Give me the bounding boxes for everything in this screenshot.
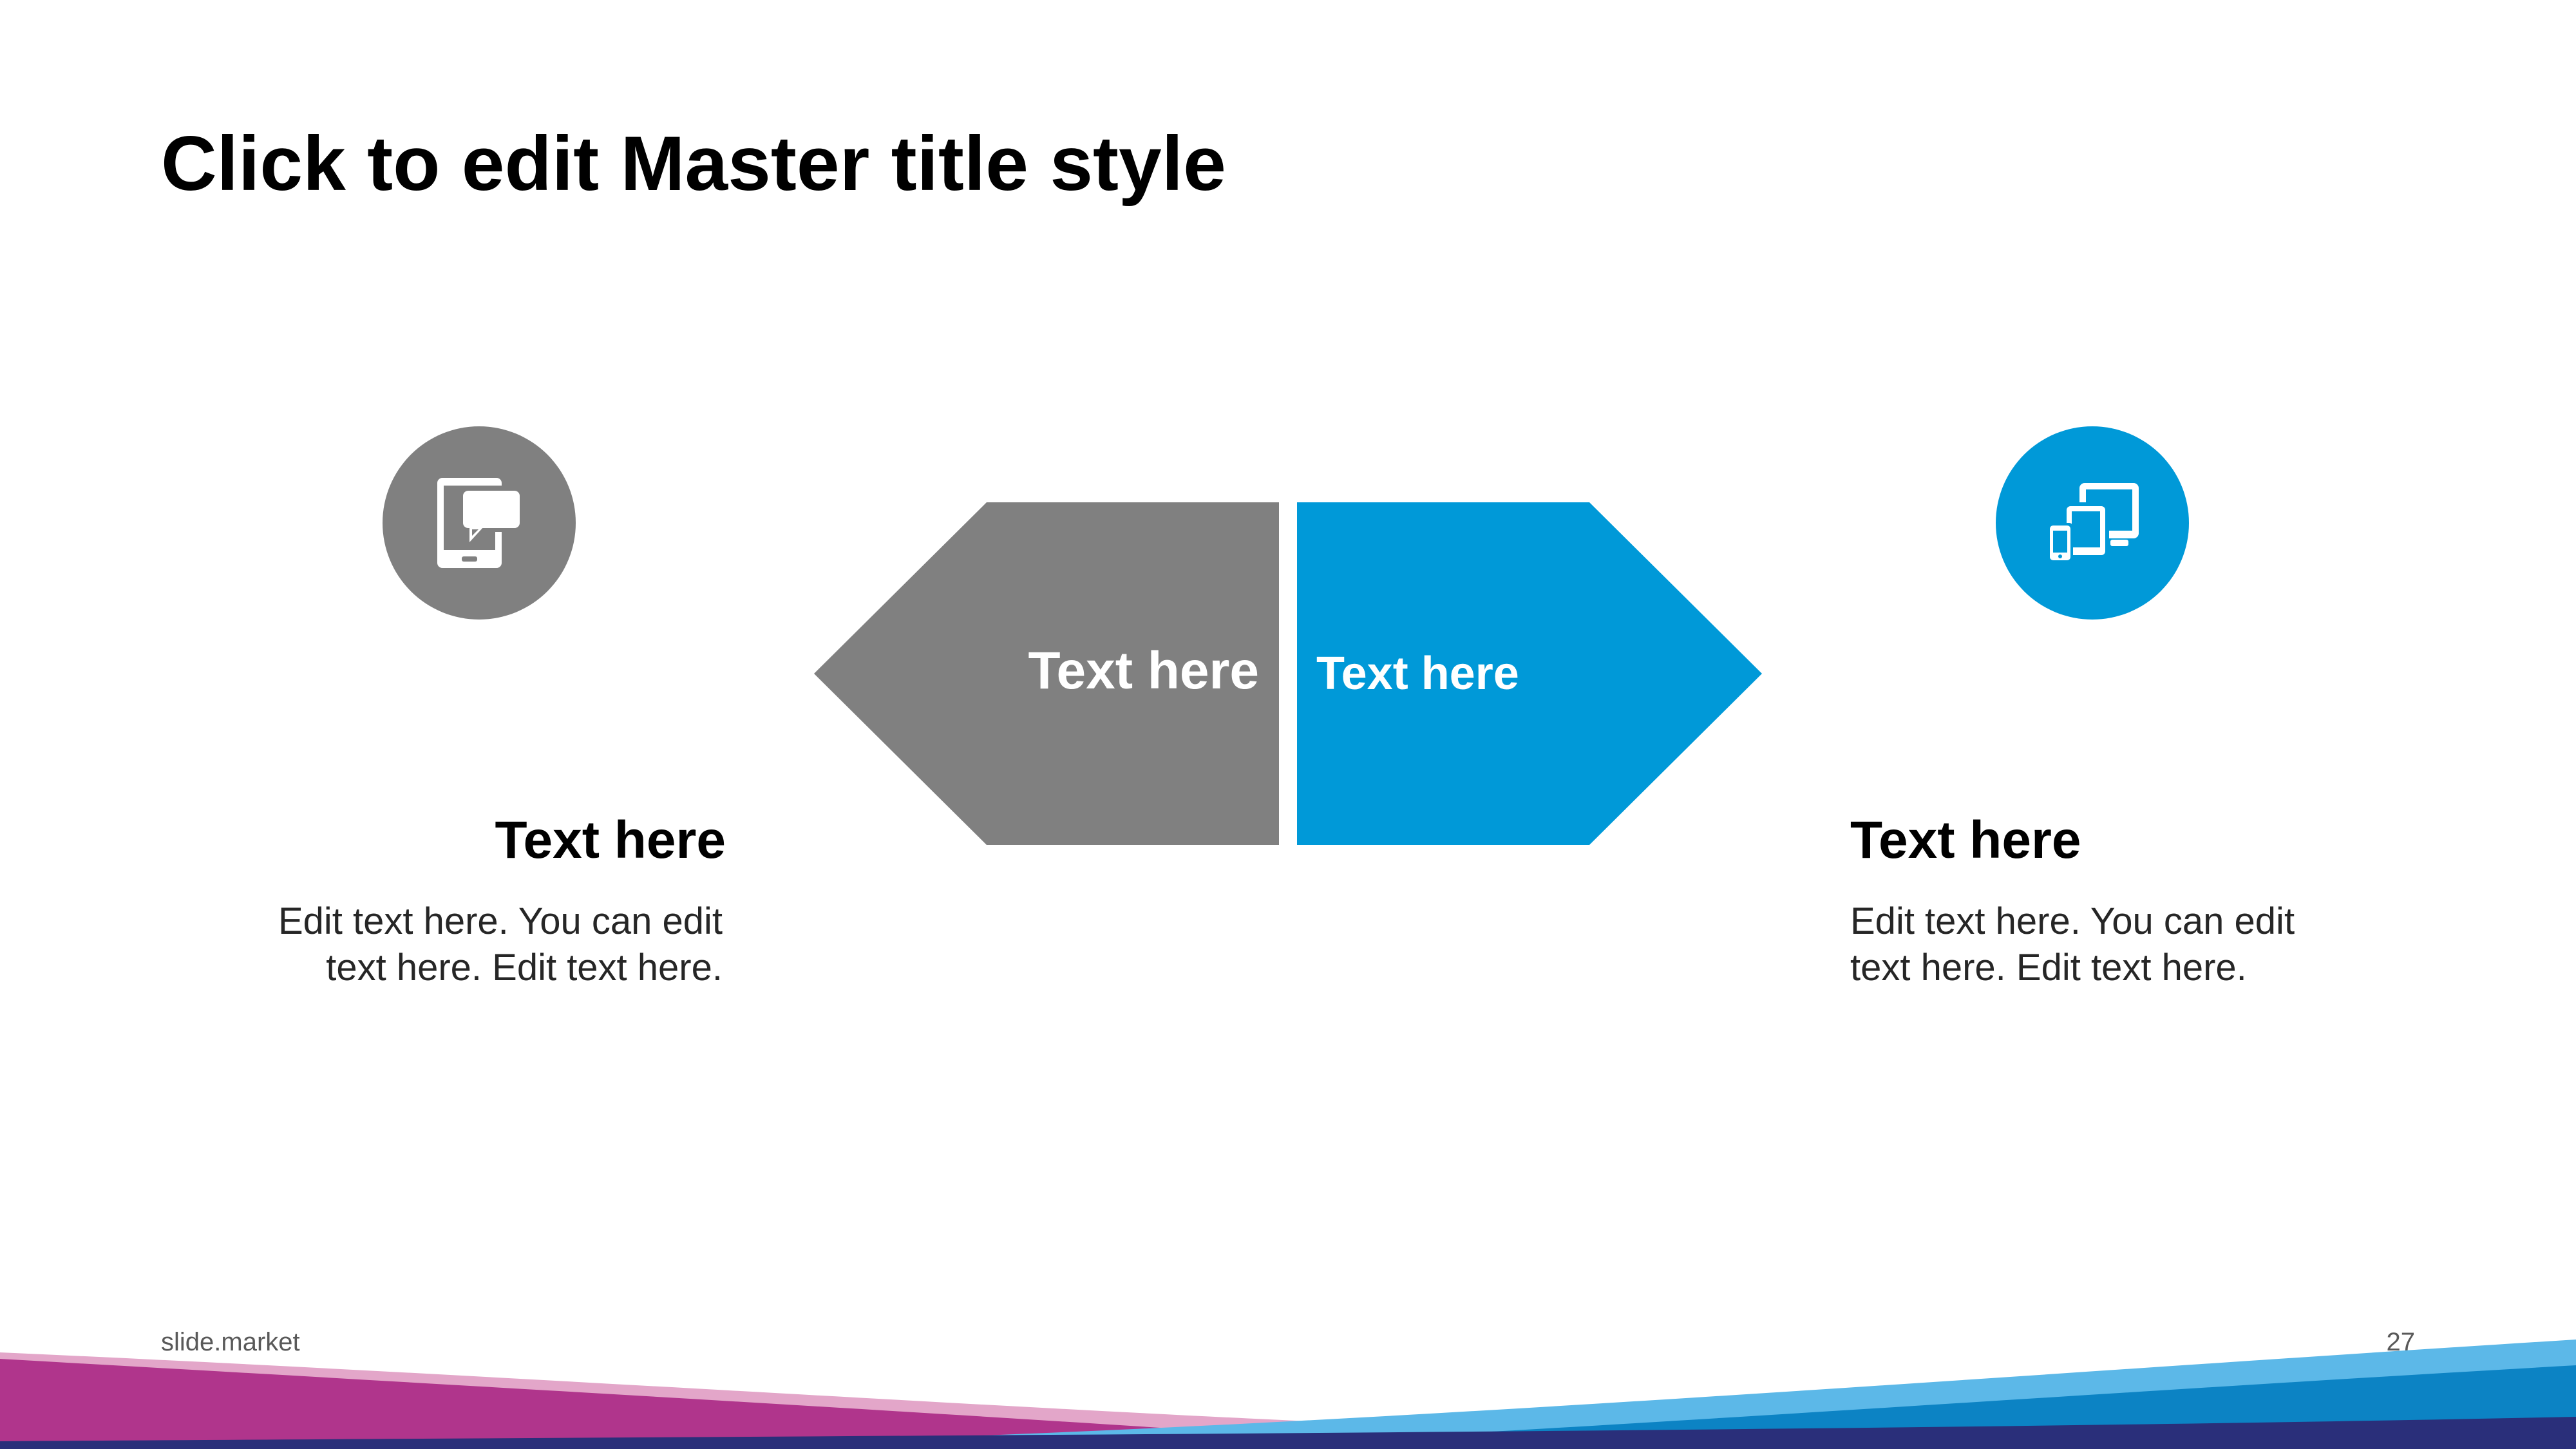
left-body-line: text here. Edit text here.: [326, 947, 723, 989]
left-body-line: Edit text here. You can edit: [278, 900, 723, 942]
left-arrow-label[interactable]: Text here: [1028, 641, 1259, 700]
right-body-line: text here. Edit text here.: [1850, 947, 2247, 989]
right-arrow-shape[interactable]: [1297, 502, 1762, 845]
slide-title[interactable]: Click to edit Master title style: [161, 120, 1226, 207]
tablet-chat-icon: [437, 478, 524, 568]
right-icon-circle: [1996, 426, 2189, 620]
multi-device-icon: [2047, 483, 2139, 563]
hexagon-arrows: [814, 502, 1762, 845]
right-body-line: Edit text here. You can edit: [1850, 900, 2295, 942]
right-heading[interactable]: Text here: [1850, 811, 2081, 869]
right-arrow-label[interactable]: Text here: [1316, 648, 1519, 699]
left-body[interactable]: Edit text here. You can edit text here. …: [194, 898, 723, 991]
left-heading[interactable]: Text here: [495, 811, 726, 869]
footer-wave: [0, 1340, 2576, 1449]
left-icon-circle: [383, 426, 576, 620]
right-body[interactable]: Edit text here. You can edit text here. …: [1850, 898, 2378, 991]
left-arrow-shape[interactable]: [814, 502, 1279, 845]
footer-source: slide.market: [161, 1328, 300, 1356]
